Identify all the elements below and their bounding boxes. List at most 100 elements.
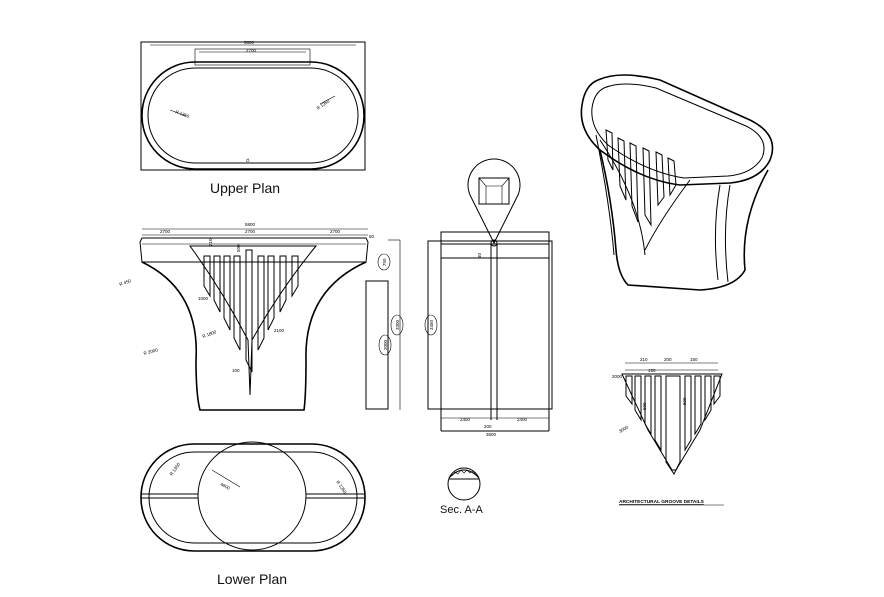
groove-detail-slot xyxy=(634,375,642,422)
front-dim-h-right: 3450 xyxy=(429,319,434,330)
front-dim-overall: 5800 xyxy=(245,222,256,227)
lower-plan-title: Lower Plan xyxy=(217,571,287,587)
front-dim-seg-right: 2700 xyxy=(330,229,341,234)
front-dim-bubble xyxy=(377,253,391,271)
groove-dim-h: 3000 xyxy=(618,424,630,434)
front-dim-bubble xyxy=(390,314,404,336)
iso-groove-slots xyxy=(605,129,677,227)
front-dim-d6: 50 xyxy=(369,234,375,239)
upper-plan-radius-line-left xyxy=(169,109,187,117)
side-magnifier-box-detail xyxy=(478,177,510,204)
upper-plan-top-rect xyxy=(194,48,311,66)
groove-detail-slot xyxy=(684,375,692,452)
upper-plan-axis-mark: Ö xyxy=(246,157,250,163)
front-groove-slots xyxy=(203,249,299,373)
groove-dim-f: 500 xyxy=(642,402,647,410)
front-dim-seg-left: 2700 xyxy=(160,229,171,234)
groove-dim-a: 210 xyxy=(640,357,648,362)
groove-slot xyxy=(245,249,253,373)
front-elevation-view: 5800 2700 2700 2700 R 450 R 200 xyxy=(119,222,438,411)
section-label: Sec. A-A xyxy=(440,504,483,516)
iso-panel-curve xyxy=(599,139,646,256)
side-dim-detail: 40 xyxy=(477,252,482,258)
iso-groove xyxy=(642,147,652,227)
front-dim-d1: 210 xyxy=(208,238,213,246)
front-dim-d2: 500 xyxy=(236,244,241,252)
front-top-band xyxy=(139,237,369,263)
iso-top-slab xyxy=(580,74,774,186)
groove-dim-e: 2000 xyxy=(612,374,623,379)
groove-dim-d: 150 xyxy=(648,368,656,373)
groove-detail-slots xyxy=(625,375,721,475)
groove-detail-slot xyxy=(713,375,721,406)
front-radius-large: R 2000 xyxy=(143,347,159,356)
groove-detail-view: 210 200 150 150 2000 500 500 3000 ARCHIT… xyxy=(612,357,724,506)
side-dim-left: 2400 xyxy=(460,417,471,422)
side-magnifier-pin xyxy=(490,239,498,247)
upper-plan-title: Upper Plan xyxy=(210,180,280,196)
upper-plan-radius-left: R 1350 xyxy=(175,109,191,119)
upper-plan-inner-pill xyxy=(147,67,359,164)
side-outer-rect xyxy=(427,240,553,410)
groove-dim-b: 200 xyxy=(664,357,672,362)
upper-plan-outer-pill xyxy=(141,61,365,170)
upper-plan-radius-right: R 1350 xyxy=(316,98,331,111)
groove-detail-slot xyxy=(694,375,702,436)
side-magnifier-box xyxy=(478,177,510,205)
side-dim-right: 2400 xyxy=(517,417,528,422)
front-radius-groove: R 1800 xyxy=(202,329,218,339)
front-dim-h-total: 3300 xyxy=(395,319,400,330)
front-dim-h-mid: 2000 xyxy=(383,339,388,350)
upper-plan-radius-line-right xyxy=(319,95,336,105)
side-dim-total: 3600 xyxy=(486,432,497,437)
front-dim-bubble xyxy=(378,334,392,356)
iso-top-slab-inner xyxy=(591,83,765,179)
iso-groove xyxy=(667,157,677,197)
groove-slot xyxy=(223,255,231,331)
groove-detail-slot xyxy=(654,375,662,452)
front-dim-h-top: 750 xyxy=(382,258,387,266)
section-circle xyxy=(447,467,481,501)
section-cap-arc xyxy=(448,469,480,479)
iso-panel-curve2 xyxy=(644,179,691,251)
section-hatch xyxy=(451,469,477,477)
side-magnifier-callout xyxy=(467,158,521,245)
iso-body-outline xyxy=(599,149,769,291)
lower-plan-view: R 1350 R 1350 4800 Lower Plan xyxy=(140,441,366,587)
isometric-view xyxy=(580,74,774,291)
groove-detail-slot xyxy=(625,375,633,406)
groove-slot xyxy=(213,255,221,313)
lower-plan-radius-right: R 1350 xyxy=(335,480,348,495)
iso-groove xyxy=(617,137,627,201)
upper-plan-view: 5800 2700 R 1350 R 1350 Ö Upper Plan xyxy=(140,40,366,196)
groove-detail-slot xyxy=(644,375,652,436)
lower-plan-center-circle xyxy=(197,441,307,551)
groove-dim-c: 150 xyxy=(690,357,698,362)
iso-body-edge xyxy=(595,134,615,256)
groove-detail-slot xyxy=(704,375,712,422)
groove-slot xyxy=(267,255,275,331)
groove-slot xyxy=(279,255,287,313)
groove-slot xyxy=(203,255,211,298)
iso-groove xyxy=(629,142,639,223)
groove-dim-g: 500 xyxy=(682,397,687,405)
iso-body-edge-right xyxy=(714,184,721,281)
groove-slot xyxy=(233,255,241,351)
side-elevation-view: 40 2400 2400 200 3600 xyxy=(427,158,553,437)
lower-plan-radius-line xyxy=(211,469,241,488)
front-radius-small: R 450 xyxy=(119,278,132,287)
lower-plan-center-dim: 4800 xyxy=(220,482,232,492)
front-dim-d4: 2100 xyxy=(274,328,285,333)
front-v-panel xyxy=(189,245,318,396)
front-dim-seg-mid: 2700 xyxy=(245,229,256,234)
iso-groove xyxy=(655,151,665,207)
front-dim-d3: 1000 xyxy=(198,296,209,301)
upper-plan-dim-overall: 5800 xyxy=(244,40,255,45)
lower-plan-radius-left: R 1350 xyxy=(169,461,182,476)
section-a-a-view: Sec. A-A xyxy=(440,467,483,516)
groove-detail-slot-center xyxy=(665,375,681,475)
groove-slot xyxy=(257,255,265,351)
iso-groove xyxy=(605,129,614,171)
